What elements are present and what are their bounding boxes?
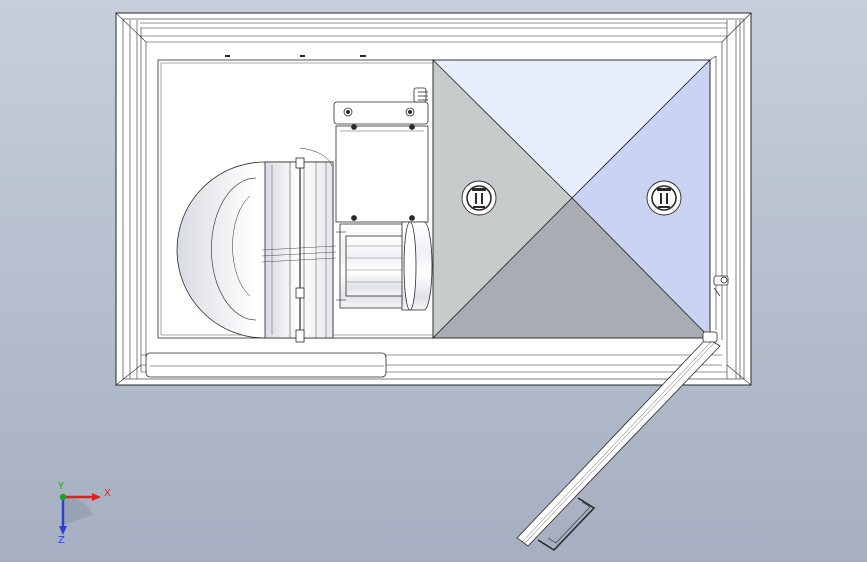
- motor-body[interactable]: [336, 221, 433, 311]
- heat-exchanger-panel[interactable]: [432, 55, 717, 339]
- triad-shadow: [63, 496, 93, 525]
- coordinate-triad: X Y Z: [57, 481, 111, 546]
- triad-x-label: X: [104, 488, 111, 499]
- x-arrow-icon: [92, 493, 101, 501]
- blower-fan[interactable]: [176, 147, 337, 343]
- y-axis-icon: [59, 493, 67, 501]
- port-left[interactable]: [461, 180, 497, 216]
- side-fitting[interactable]: [713, 275, 729, 297]
- triad-z-label: Z: [58, 535, 65, 546]
- port-right[interactable]: [646, 180, 682, 216]
- open-door[interactable]: [516, 331, 721, 552]
- motor-control-box[interactable]: [333, 87, 429, 223]
- triad-y-label: Y: [57, 481, 65, 492]
- z-arrow-icon: [59, 526, 67, 535]
